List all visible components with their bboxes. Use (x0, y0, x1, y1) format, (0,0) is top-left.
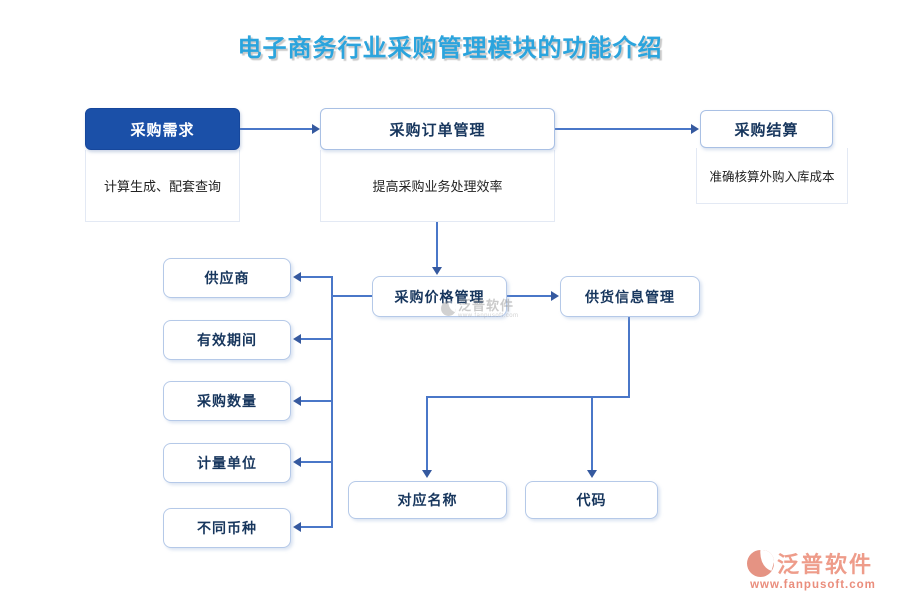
connector-factors-trunk (331, 276, 333, 528)
arrowhead-left-icon (293, 272, 301, 282)
node-purchase-settlement: 采购结算 (700, 110, 833, 148)
node-output-name: 对应名称 (348, 481, 507, 519)
connector-outputs-horizontal (426, 396, 630, 398)
node-factor-purchase-qty: 采购数量 (163, 381, 291, 421)
diagram-title: 电子商务行业采购管理模块的功能介绍 (237, 35, 663, 62)
arrowhead-right-icon (551, 291, 559, 301)
center-watermark: 泛普软件 www.fanpusoft.com (441, 299, 519, 320)
arrowhead-left-icon (293, 457, 301, 467)
connector-trunk-to-supplier (300, 276, 332, 278)
connector-trunk-to-unit (300, 461, 332, 463)
brand-url: www.fanpusoft.com (750, 579, 876, 591)
connector-to-output-name (426, 396, 428, 470)
arrowhead-right-icon (691, 124, 699, 134)
connector-trunk-to-purchase-qty (300, 400, 332, 402)
arrowhead-down-icon (432, 267, 442, 275)
node-factor-supplier: 供应商 (163, 258, 291, 298)
node-factor-unit-of-measure: 计量单位 (163, 443, 291, 483)
node-factor-valid-period: 有效期间 (163, 320, 291, 360)
arrowhead-left-icon (293, 334, 301, 344)
arrowhead-down-icon (587, 470, 597, 478)
node-output-code: 代码 (525, 481, 658, 519)
node-purchase-settlement-desc: 准确核算外购入库成本 (696, 148, 848, 204)
arrowhead-left-icon (293, 522, 301, 532)
fanpu-logo-icon (747, 549, 774, 577)
node-purchase-demand-desc: 计算生成、配套查询 (85, 150, 240, 222)
node-supply-info-mgmt: 供货信息管理 (560, 276, 700, 317)
brand-name: 泛普软件 (777, 552, 874, 577)
connector-trunk-to-currency (300, 526, 332, 528)
node-purchase-demand: 采购需求 (85, 108, 240, 150)
fanpu-watermark-icon (441, 301, 456, 316)
arrowhead-left-icon (293, 396, 301, 406)
connector-demand-to-order (240, 128, 313, 130)
connector-price-to-supply (507, 295, 552, 297)
fanpu-brand-logo: 泛普软件 www.fanpusoft.com (747, 547, 879, 591)
node-purchase-order-mgmt: 采购订单管理 (320, 108, 555, 150)
arrowhead-down-icon (422, 470, 432, 478)
node-factor-currency: 不同币种 (163, 508, 291, 548)
connector-price-to-trunk (332, 295, 372, 297)
connector-order-to-settlement (555, 128, 692, 130)
connector-order-to-price (436, 222, 438, 268)
node-purchase-order-mgmt-desc: 提高采购业务处理效率 (320, 150, 555, 222)
node-purchase-price-mgmt: 采购价格管理 (372, 276, 507, 317)
connector-supply-down (628, 317, 630, 398)
watermark-name: 泛普软件 (458, 298, 515, 313)
arrowhead-right-icon (312, 124, 320, 134)
watermark-url: www.fanpusoft.com (458, 313, 519, 319)
connector-to-output-code (591, 396, 593, 470)
connector-trunk-to-valid-period (300, 338, 332, 340)
